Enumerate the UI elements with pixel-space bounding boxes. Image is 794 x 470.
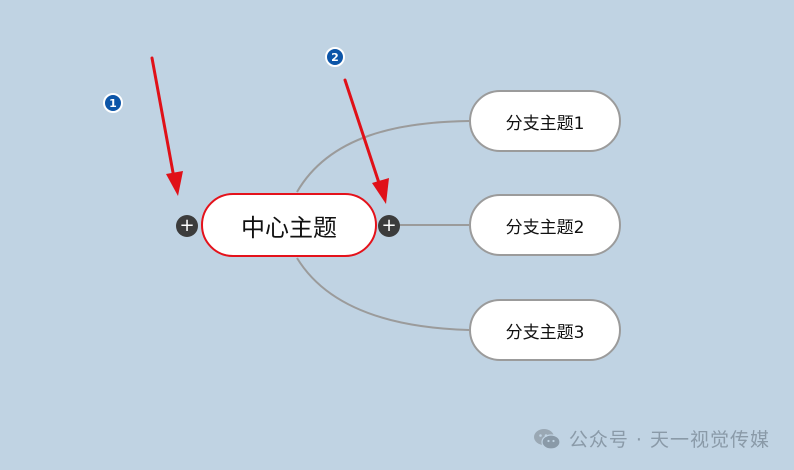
watermark: 公众号 · 天一视觉传媒: [533, 425, 770, 452]
branch-topic-3[interactable]: 分支主题3: [469, 299, 621, 361]
branch-topic-1[interactable]: 分支主题1: [469, 90, 621, 152]
branch-topic-3-label: 分支主题3: [505, 322, 585, 343]
arrow-1: [150, 56, 183, 196]
center-topic-label: 中心主题: [241, 213, 337, 242]
center-topic[interactable]: 中心主题: [201, 193, 377, 257]
connector-branch-1: [296, 120, 470, 193]
arrow-2: [343, 78, 389, 204]
step-marker-1: 1: [103, 93, 123, 113]
step-marker-1-label: 1: [109, 96, 117, 110]
step-marker-2-label: 2: [331, 50, 339, 64]
expand-right-button[interactable]: +: [378, 215, 400, 237]
branch-topic-1-label: 分支主题1: [505, 113, 585, 134]
plus-icon: +: [381, 215, 397, 236]
step-marker-2: 2: [325, 47, 345, 67]
expand-left-button[interactable]: +: [176, 215, 198, 237]
watermark-text: 公众号 · 天一视觉传媒: [568, 429, 770, 451]
connector-branch-3: [296, 257, 470, 331]
branch-topic-2[interactable]: 分支主题2: [469, 194, 621, 256]
branch-topic-2-label: 分支主题2: [505, 217, 585, 238]
plus-icon: +: [179, 215, 195, 236]
wechat-icon: [533, 428, 561, 450]
